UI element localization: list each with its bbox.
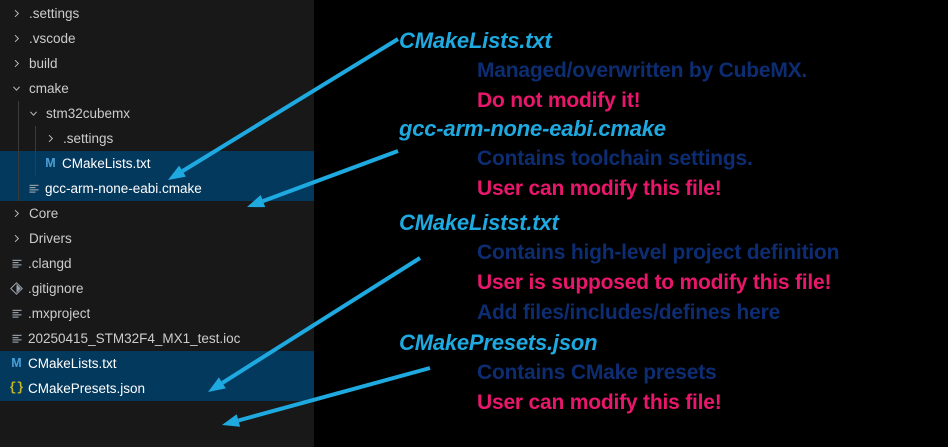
explorer-item-label: build — [29, 56, 58, 71]
annotation-description-line: Contains CMake presets — [477, 361, 717, 384]
explorer-item-label: .clangd — [28, 256, 72, 271]
file-explorer-sidebar[interactable]: .settings .vscode build cmake stm32cubemx .se… — [0, 0, 314, 447]
chevron-right-icon[interactable] — [8, 8, 24, 19]
annotation-description-line: Contains toolchain settings. — [477, 147, 753, 170]
explorer-item-label: CMakeLists.txt — [28, 356, 117, 371]
explorer-file-row[interactable]: .clangd — [0, 251, 314, 276]
annotation-description-line: Contains high-level project definition — [477, 241, 840, 264]
explorer-item-label: gcc-arm-none-eabi.cmake — [45, 181, 202, 196]
text-file-icon — [8, 308, 25, 320]
explorer-folder-row[interactable]: .settings — [0, 1, 314, 26]
explorer-item-label: Drivers — [29, 231, 72, 246]
annotation-warning-line: User can modify this file! — [477, 177, 722, 200]
explorer-file-row[interactable]: .mxproject — [0, 301, 314, 326]
explorer-item-label: .settings — [29, 6, 80, 21]
explorer-item-label: Core — [29, 206, 59, 221]
explorer-item-label: .vscode — [29, 31, 76, 46]
annotation-description-line: Managed/overwritten by CubeMX. — [477, 59, 808, 82]
explorer-item-label: cmake — [29, 81, 69, 96]
git-file-icon — [8, 282, 25, 295]
indent-guide — [35, 126, 36, 176]
markdown-file-icon: M — [45, 156, 56, 171]
explorer-file-row[interactable]: gcc-arm-none-eabi.cmake — [0, 176, 314, 201]
text-file-icon — [8, 333, 25, 345]
explorer-item-label: CMakePresets.json — [28, 381, 146, 396]
chevron-right-icon[interactable] — [8, 33, 24, 44]
indent-guide — [18, 101, 19, 201]
chevron-right-icon[interactable] — [8, 58, 24, 69]
annotation-filename: CMakePresets.json — [399, 330, 598, 355]
explorer-folder-row[interactable]: build — [0, 51, 314, 76]
explorer-item-label: CMakeLists.txt — [62, 156, 151, 171]
annotation-filename: CMakeListst.txt — [399, 210, 559, 235]
annotation-filename: gcc-arm-none-eabi.cmake — [399, 116, 666, 141]
chevron-right-icon[interactable] — [8, 208, 24, 219]
explorer-folder-row[interactable]: .vscode — [0, 26, 314, 51]
annotation-warning-line: User can modify this file! — [477, 391, 722, 414]
explorer-folder-row[interactable]: Drivers — [0, 226, 314, 251]
explorer-item-label: .mxproject — [28, 306, 91, 321]
explorer-item-label: .settings — [63, 131, 114, 146]
explorer-file-row[interactable]: M CMakeLists.txt — [0, 351, 314, 376]
chevron-right-icon[interactable] — [8, 233, 24, 244]
explorer-file-row[interactable]: 20250415_STM32F4_MX1_test.ioc — [0, 326, 314, 351]
explorer-file-row[interactable]: {} CMakePresets.json — [0, 376, 314, 401]
explorer-item-label: 20250415_STM32F4_MX1_test.ioc — [28, 331, 241, 346]
explorer-folder-row[interactable]: Core — [0, 201, 314, 226]
annotation-filename: CMakeLists.txt — [399, 28, 552, 53]
chevron-down-icon[interactable] — [25, 108, 41, 119]
json-file-icon: {} — [8, 381, 24, 396]
explorer-item-label: stm32cubemx — [46, 106, 131, 121]
explorer-folder-row[interactable]: stm32cubemx — [0, 101, 314, 126]
explorer-file-row[interactable]: .gitignore — [0, 276, 314, 301]
text-file-icon — [8, 258, 25, 270]
chevron-down-icon[interactable] — [8, 83, 24, 94]
explorer-folder-row[interactable]: cmake — [0, 76, 314, 101]
markdown-file-icon: M — [11, 356, 22, 371]
text-file-icon — [25, 183, 42, 195]
chevron-right-icon[interactable] — [42, 133, 58, 144]
annotation-description-line: Add files/includes/defines here — [477, 301, 781, 324]
annotation-warning-line: User is supposed to modify this file! — [477, 271, 832, 294]
explorer-item-label: .gitignore — [28, 281, 84, 296]
explorer-folder-row[interactable]: .settings — [0, 126, 314, 151]
explorer-file-row[interactable]: M CMakeLists.txt — [0, 151, 314, 176]
annotation-warning-line: Do not modify it! — [477, 89, 641, 112]
